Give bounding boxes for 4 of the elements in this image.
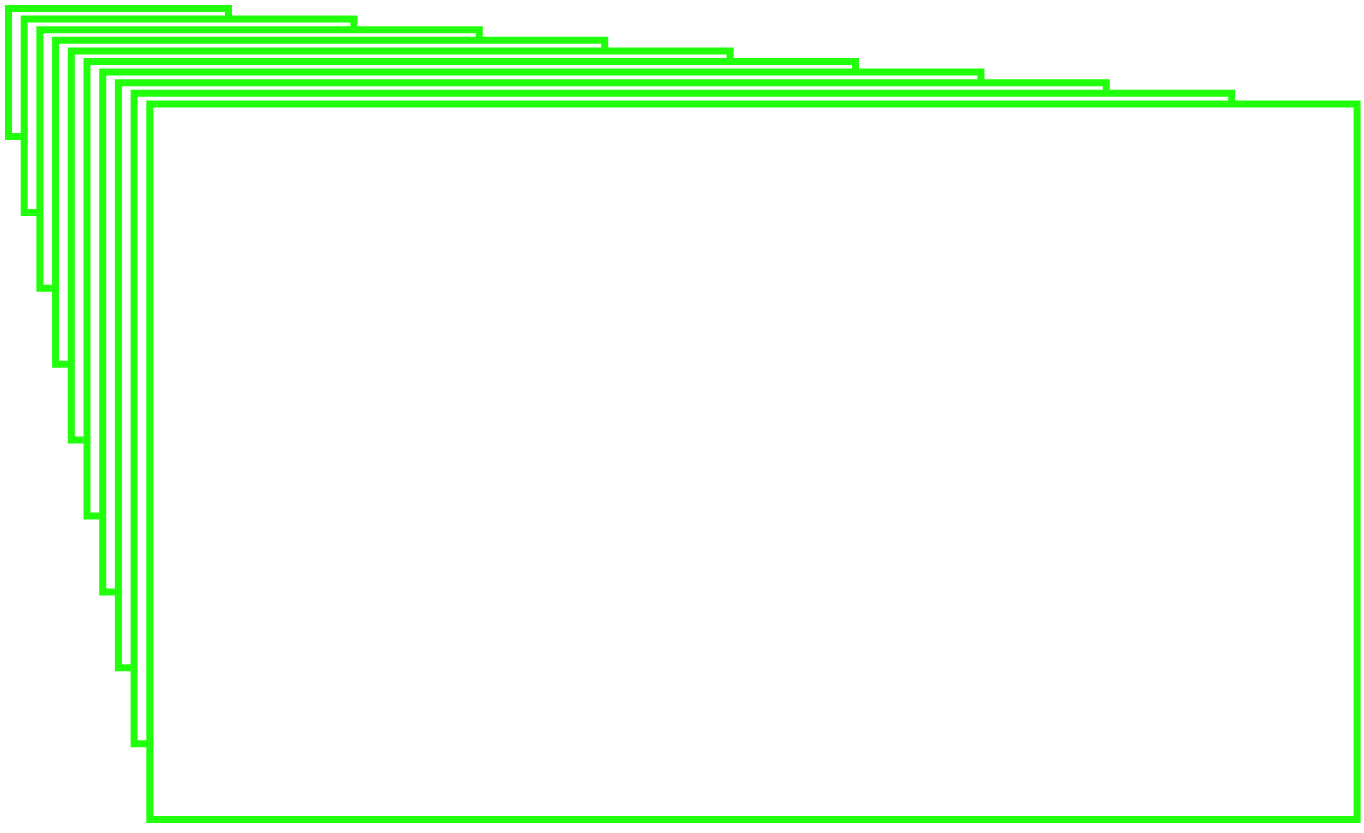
- rectangle-frame: [36, 26, 483, 292]
- rectangle-frame: [20, 15, 358, 216]
- rectangle-frame: [5, 5, 232, 140]
- rectangle-frame: [146, 100, 1361, 824]
